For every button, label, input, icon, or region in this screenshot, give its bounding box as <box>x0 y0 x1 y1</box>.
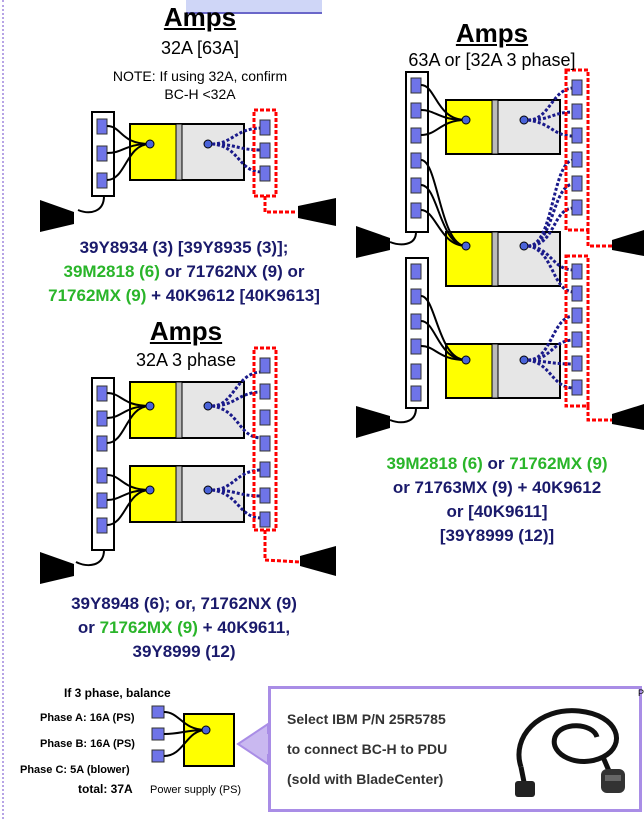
panel3-pn-line1: 39M2818 (6) or 71762MX (9) <box>386 454 608 473</box>
panel1-pn-line3: 71762MX (9) + 40K9612 [40K9613] <box>48 286 320 305</box>
panel1-plug-left <box>40 200 74 232</box>
panel3-title: Amps <box>455 18 529 48</box>
power-cable-image <box>515 708 625 797</box>
panel3-pn-line4: [39Y8999 (12)] <box>439 526 555 545</box>
edge-fragment: P <box>638 688 644 698</box>
phase-a-label: Phase A: 16A (PS) <box>40 712 135 724</box>
panel1-note-line2: BC-H <32A <box>164 86 236 102</box>
panel3-strip-top <box>405 71 429 233</box>
balance-title: If 3 phase, balance <box>64 686 171 700</box>
panel1-strip <box>91 111 115 197</box>
top-tab-bar <box>186 0 322 14</box>
phase-c-label: Phase C: 5A (blower) <box>20 764 130 776</box>
panel2-plug-right <box>300 546 336 576</box>
panel3-pdu-bottom <box>564 254 590 408</box>
panel3-chassis-a <box>445 99 561 155</box>
panel3-plug-left-bottom <box>356 406 390 438</box>
callout-arrow <box>236 722 272 766</box>
panel3-chassis-b <box>445 231 561 287</box>
panel2-pn-line1: 39Y8948 (6); or, 71762NX (9) <box>71 594 297 613</box>
cable-callout: Select IBM P/N 25R5785 to connect BC-H t… <box>268 686 642 812</box>
panel3-pn-line2: or 71763MX (9) + 40K9612 <box>392 478 602 497</box>
panel3-pdu-top <box>564 68 590 232</box>
panel3-plug-right-bottom <box>612 404 644 430</box>
panel3-rating: 63A or [32A 3 phase] <box>408 50 576 70</box>
panel3-plug-left-top <box>356 226 390 258</box>
panel1-chassis <box>129 123 245 181</box>
panel3-plug-right-top <box>612 230 644 256</box>
panel1-note-line1: NOTE: If using 32A, confirm <box>112 68 288 84</box>
panel1-rating: 32A [63A] <box>160 38 240 58</box>
panel1-pdu <box>252 108 278 198</box>
panel2-rating: 32A 3 phase <box>135 350 237 370</box>
callout-line3: (sold with BladeCenter) <box>287 771 444 787</box>
panel1-pn-line1: 39Y8934 (3) [39Y8935 (3)]; <box>79 238 289 257</box>
panel2-pn-line3: 39Y8999 (12) <box>132 642 236 661</box>
panel2-chassis-b <box>129 465 245 523</box>
callout-line2: to connect BC-H to PDU <box>287 741 448 757</box>
panel2-title: Amps <box>149 316 223 346</box>
balance-psu <box>183 713 235 767</box>
left-dotted-border <box>2 0 4 819</box>
callout-line1: Select IBM P/N 25R5785 <box>287 711 446 727</box>
balance-total: total: 37A <box>78 782 133 796</box>
panel3-pn-line3: or [40K9611] <box>446 502 548 521</box>
balance-strip <box>151 705 165 763</box>
panel1-pn-line2: 39M2818 (6) or 71762NX (9) or <box>63 262 305 281</box>
panel1-plug-right <box>298 198 336 226</box>
panel1-title: Amps <box>163 2 237 32</box>
phase-b-label: Phase B: 16A (PS) <box>40 738 135 750</box>
panel3-strip-bottom <box>405 257 429 409</box>
power-supply-label: Power supply (PS) <box>150 784 242 796</box>
panel2-pdu <box>252 346 278 532</box>
panel2-pn-line2: or 71762MX (9) + 40K9611, <box>77 618 291 637</box>
panel2-plug-left <box>40 552 74 584</box>
